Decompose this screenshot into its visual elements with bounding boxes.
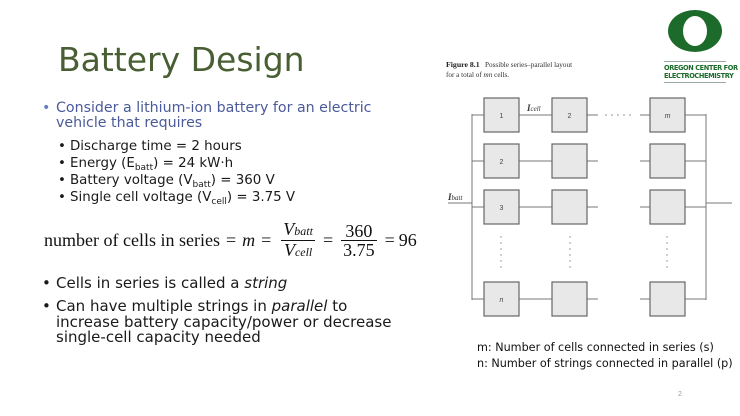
requirement-text: Energy (E: [70, 156, 135, 171]
numerator-sub: batt: [294, 223, 313, 238]
bullet-icon: •: [58, 173, 66, 188]
requirement-cell-voltage: • Single cell voltage (Vcell) = 3.75 V: [58, 190, 296, 207]
slide-title: Battery Design: [58, 40, 305, 79]
definitions-notes: m: Number of cells connected in series (…: [477, 340, 737, 372]
equation-m: m: [242, 229, 256, 250]
cell-box: [649, 97, 686, 133]
cell-box: [649, 189, 686, 225]
logo-line2: ELECTROCHEMISTRY: [664, 72, 734, 80]
parallel-bullet: • Can have multiple strings in parallel …: [42, 297, 412, 346]
requirement-battery-voltage: • Battery voltage (Vbatt) = 360 V: [58, 173, 275, 190]
requirement-text: Discharge time = 2 hours: [70, 139, 242, 154]
page-number: 2: [678, 391, 682, 398]
oregon-center-logo: OREGON CENTER FOR ELECTROCHEMISTRY: [664, 8, 738, 85]
cell-box: [483, 281, 520, 317]
logo-divider: [664, 82, 726, 83]
subscript: batt: [134, 163, 154, 173]
bullet-icon: •: [42, 100, 51, 116]
n-definition: n: Number of strings connected in parall…: [477, 357, 733, 370]
cell-box: [649, 143, 686, 179]
cell-box: [551, 189, 588, 225]
caption-text: Possible series–parallel layout for a to…: [446, 61, 573, 79]
requirement-value: ) = 3.75 V: [226, 190, 296, 205]
fraction-bar: [341, 239, 377, 241]
numerator-value: 360: [345, 220, 373, 241]
string-bullet: • Cells in series is called a string: [42, 274, 412, 292]
cell-box: [551, 143, 588, 179]
logo-divider: [664, 61, 726, 62]
bullet-icon: •: [58, 156, 66, 171]
caption-end: cells.: [492, 71, 510, 79]
caption-var: mn: [483, 71, 493, 79]
requirement-energy: • Energy (Ebatt) = 24 kW·h: [58, 156, 234, 173]
denominator-sub: cell: [294, 244, 313, 259]
bullet-icon: •: [58, 190, 66, 205]
equals-sign: =: [225, 229, 237, 250]
denominator-value: 3.75: [343, 239, 375, 260]
series-parallel-diagram: 1 2 m 2 3 n Icell Ibatt: [447, 97, 732, 317]
requirement-text: Battery voltage (V: [70, 173, 193, 188]
requirement-text: Single cell voltage (V: [70, 190, 212, 205]
figure-label: Figure 8.1: [446, 60, 480, 69]
bullet-text: Can have multiple strings in: [56, 297, 272, 315]
i-cell-label: Icell: [526, 103, 541, 113]
cell-label: 1: [500, 113, 504, 120]
equals-sign: =: [261, 229, 272, 250]
equation-result: 96: [398, 229, 417, 250]
subscript: batt: [192, 180, 211, 190]
cell-label: 2: [500, 159, 504, 166]
cell-label: 3: [500, 205, 504, 212]
equals-sign: =: [322, 229, 334, 250]
term-string: string: [244, 274, 288, 292]
equals-sign: =: [384, 229, 395, 250]
cell-box: [483, 143, 520, 179]
cell-box: [551, 281, 588, 317]
numerator-v: V: [283, 218, 295, 239]
term-parallel: parallel: [271, 297, 328, 315]
cells-in-series-equation: number of cells in series = m = Vbatt Vc…: [44, 220, 417, 260]
cell-box: [483, 189, 520, 225]
logo-line1: OREGON CENTER FOR: [664, 64, 738, 72]
bullet-icon: •: [42, 297, 51, 315]
m-definition: m: Number of cells connected in series (…: [477, 341, 714, 354]
fraction-voltage: Vbatt Vcell: [281, 220, 315, 261]
bullet-text: Cells in series is called a: [56, 274, 245, 292]
bullet-text: to increase battery capacity/power or de…: [56, 297, 392, 346]
cell-label: 2: [568, 113, 572, 120]
oregon-o-icon: [668, 10, 722, 52]
requirement-value: ) = 24 kW·h: [153, 156, 234, 171]
fraction-bar: [281, 239, 315, 241]
requirement-discharge: • Discharge time = 2 hours: [58, 139, 242, 154]
cell-box: [649, 281, 686, 317]
figure-caption: Figure 8.1 Possible series–parallel layo…: [446, 60, 576, 80]
denominator-v: V: [283, 239, 295, 260]
cell-box: [483, 97, 520, 133]
intro-text: Consider a lithium-ion battery for an el…: [56, 100, 372, 131]
cell-label: m: [665, 113, 671, 120]
cell-box: [551, 97, 588, 133]
equation-lhs: number of cells in series: [44, 229, 220, 250]
i-batt-label: Ibatt: [447, 192, 463, 202]
bullet-icon: •: [58, 139, 66, 154]
subscript: cell: [211, 197, 227, 207]
cell-label: n: [500, 297, 504, 304]
requirement-value: ) = 360 V: [210, 173, 275, 188]
fraction-values: 360 3.75: [341, 222, 377, 259]
intro-bullet: • Consider a lithium-ion battery for an …: [42, 101, 422, 131]
bullet-icon: •: [42, 274, 51, 292]
